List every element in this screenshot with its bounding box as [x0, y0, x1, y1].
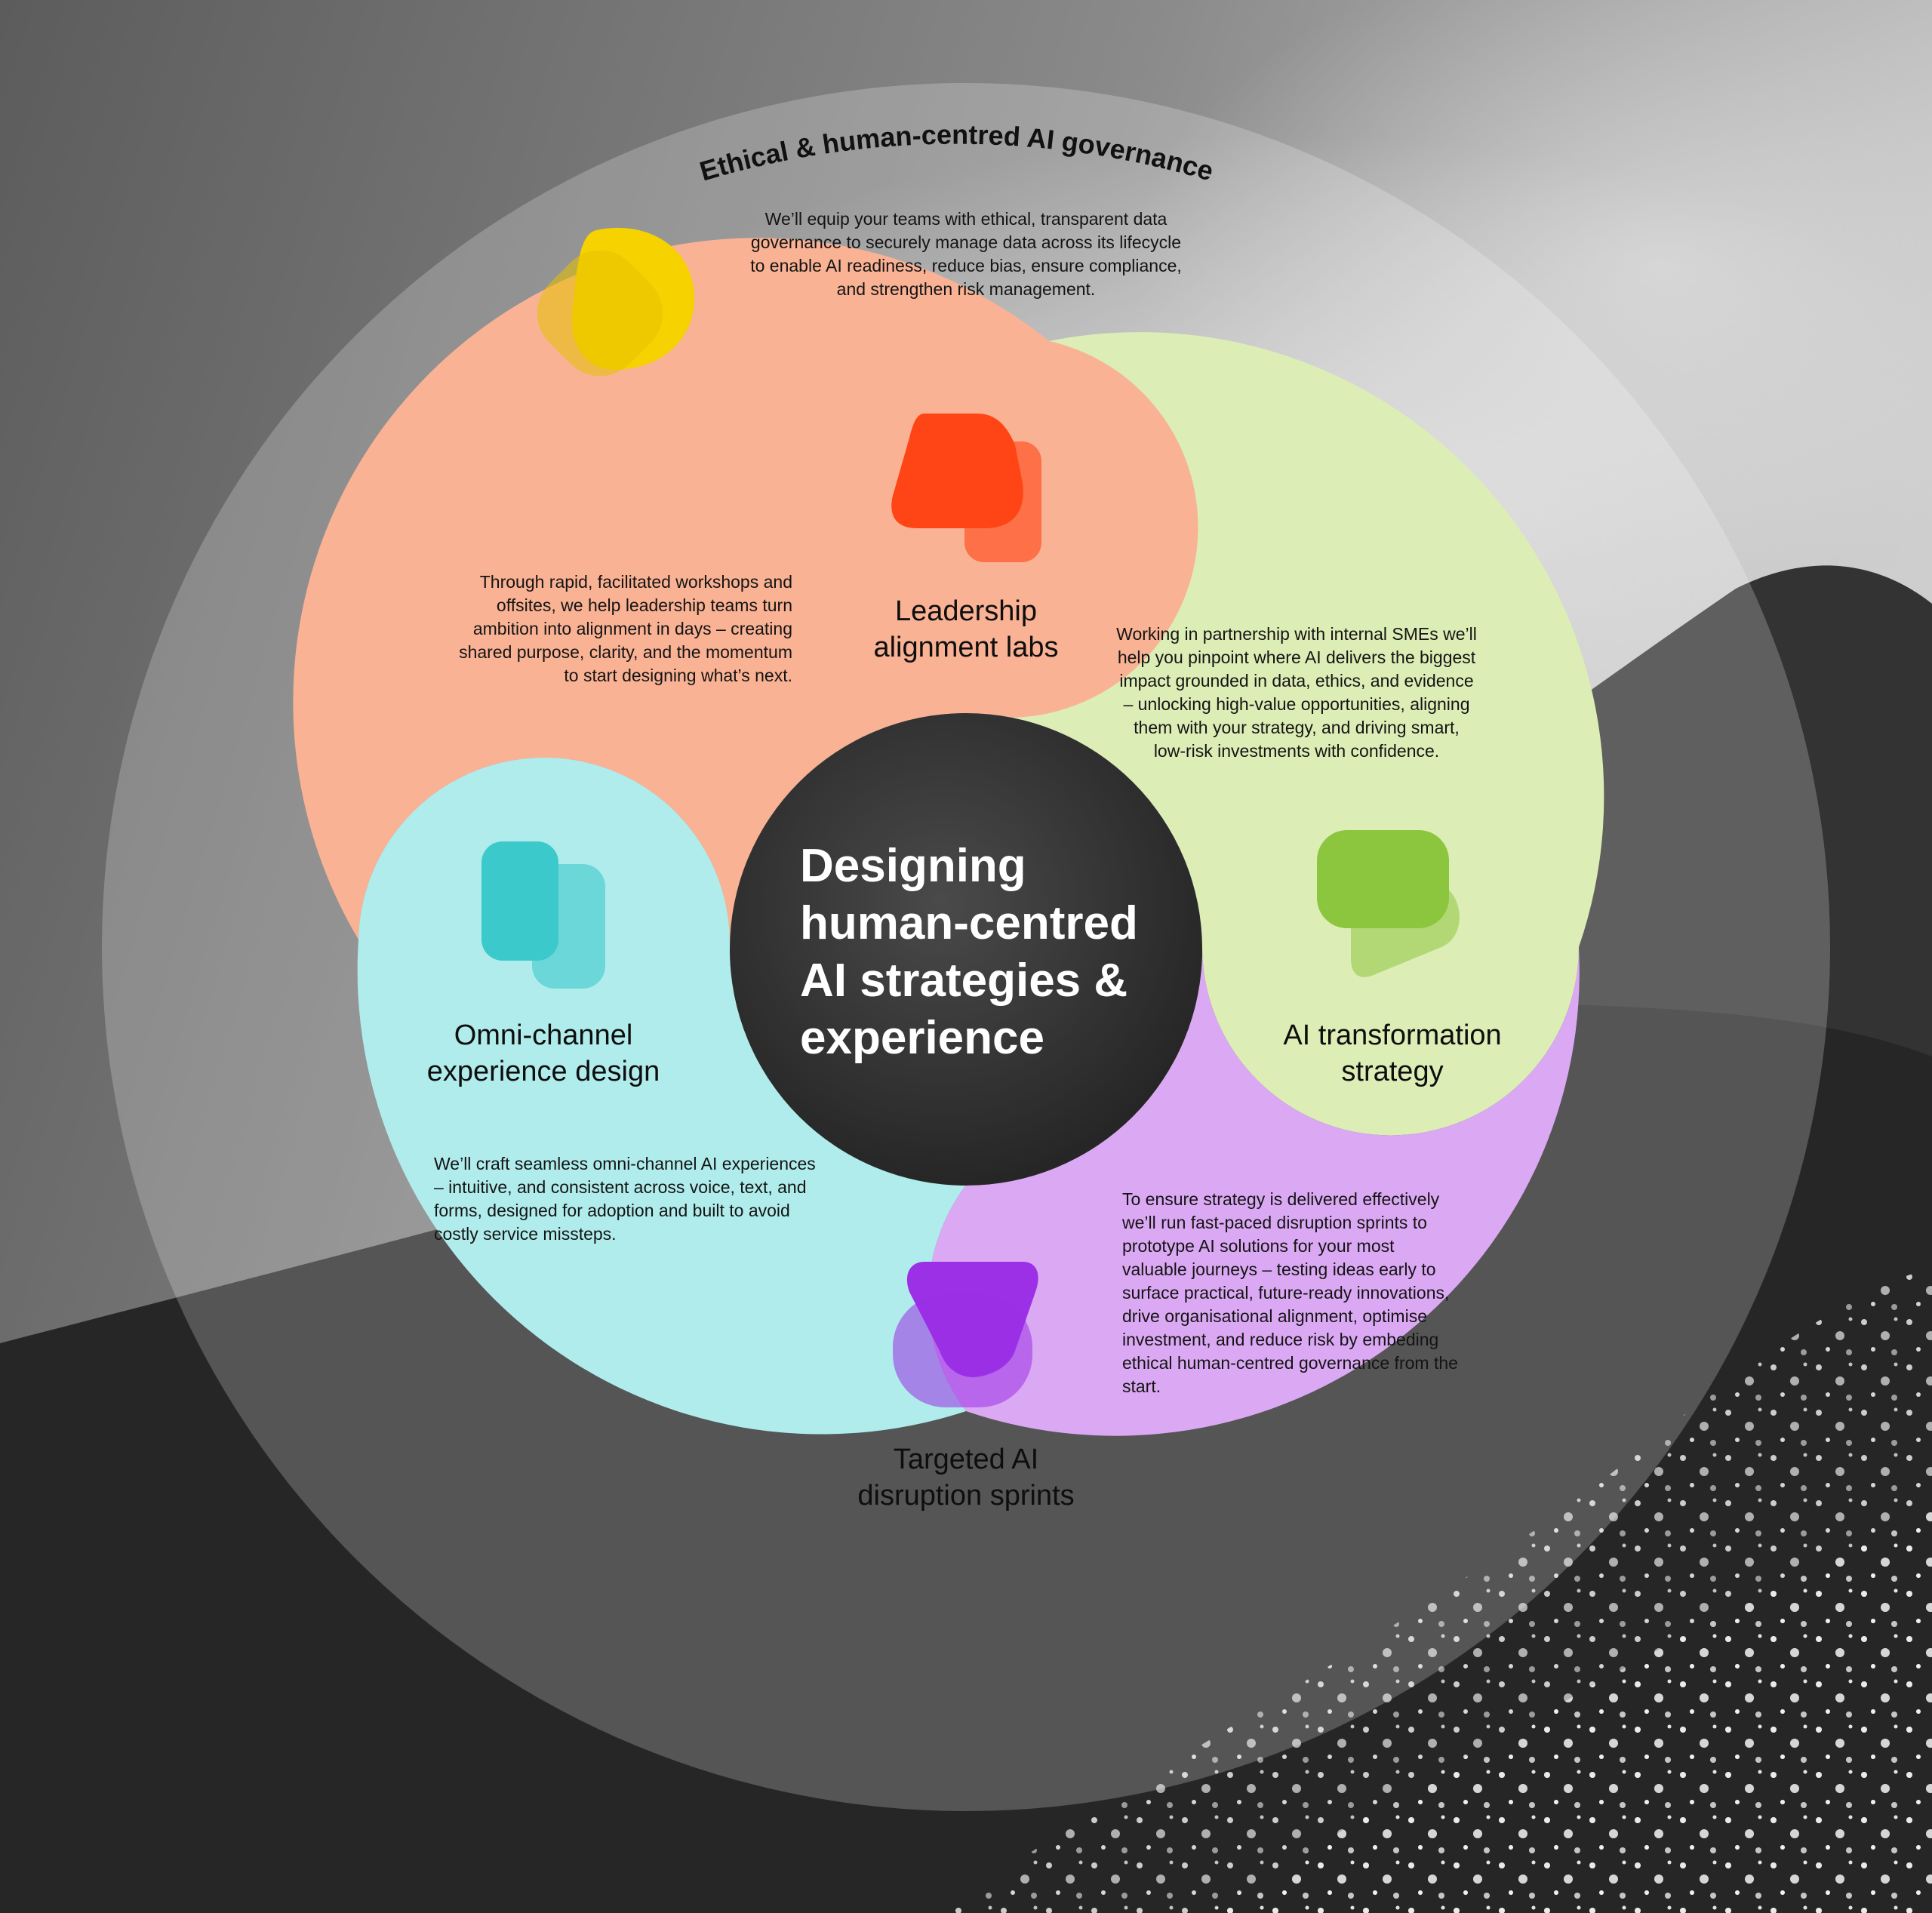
- sprints-title: Targeted AI disruption sprints: [857, 1444, 1075, 1512]
- transformation-shape-icon: [1317, 830, 1460, 977]
- leadership-body: Through rapid, facilitated workshops and…: [459, 572, 792, 685]
- omnichannel-title: Omni-channel experience design: [426, 1020, 660, 1087]
- omnichannel-body: We’ll craft seamless omni-channel AI exp…: [434, 1154, 816, 1244]
- omnichannel-shape-icon: [481, 841, 605, 989]
- transformation-title: AI transformation strategy: [1283, 1020, 1502, 1087]
- leadership-shape-icon: [891, 414, 1041, 562]
- segment-sprints: [928, 947, 1580, 1436]
- center-circle: [730, 713, 1202, 1186]
- governance-body: We’ll equip your teams with ethical, tra…: [750, 209, 1182, 299]
- leadership-title: Leadership alignment labs: [873, 595, 1059, 663]
- governance-shape-icon: [537, 227, 694, 377]
- sprints-body: To ensure strategy is delivered effectiv…: [1122, 1189, 1458, 1396]
- transformation-body: Working in partnership with internal SME…: [1116, 624, 1477, 761]
- center-title: Designing human-centred AI strategies & …: [800, 840, 1138, 1064]
- sprints-shape-icon: [893, 1262, 1038, 1407]
